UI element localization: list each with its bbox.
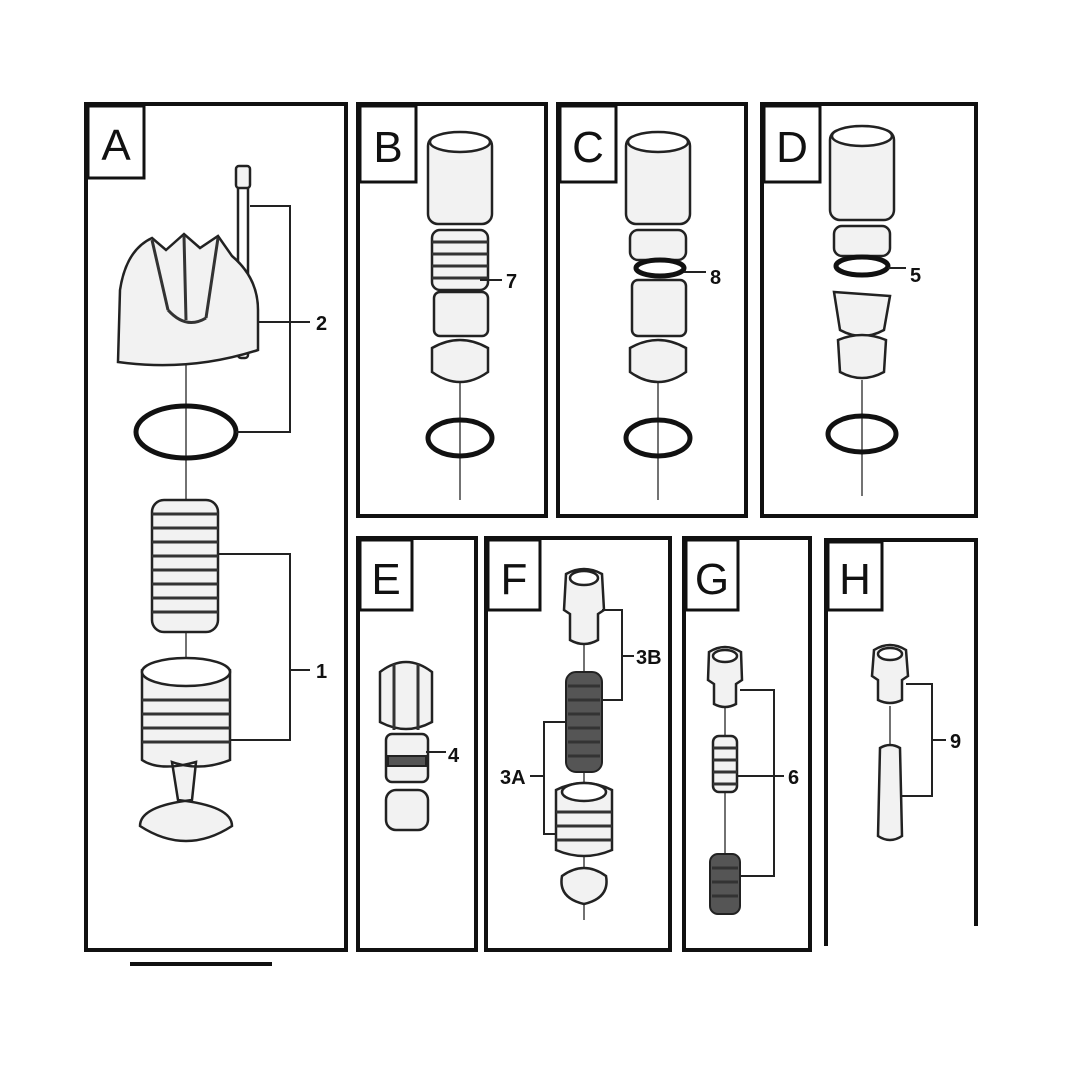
panel-e-tip	[384, 788, 430, 832]
panel-a-cap	[116, 232, 260, 367]
panel-d-letter-box	[762, 104, 822, 184]
panel-d-callout-5: 5	[910, 265, 921, 287]
panel-g-letter-box	[684, 538, 740, 612]
panel-f-letter: F	[501, 555, 528, 604]
panel-h-letter: H	[839, 555, 871, 604]
panel-f-spring-coils	[568, 684, 600, 758]
panel-h-cap	[870, 643, 910, 705]
panel-f-cap	[562, 567, 606, 646]
panel-g-cap-top	[711, 648, 739, 664]
panel-a-pin-head	[234, 164, 252, 190]
panel-d-o-ring	[825, 413, 899, 455]
panel-d: D 5	[760, 102, 978, 518]
panel-a-spring-coils	[152, 512, 218, 614]
panel-d-cap-top	[830, 124, 894, 148]
panel-e-groove	[387, 755, 427, 767]
panel-b-o-ring	[425, 417, 495, 459]
panel-b-spring	[430, 228, 490, 292]
panel-f-letter-box	[486, 538, 542, 612]
panel-c-sleeve	[630, 278, 688, 338]
panel-b-cap-top	[428, 130, 492, 154]
panel-g: G 6	[682, 536, 812, 952]
panel-a-leader-1	[218, 553, 310, 741]
panel-h-leader-9	[900, 683, 946, 797]
panel-a-valve-threads	[142, 698, 230, 744]
panel-g-lower-spring	[709, 853, 741, 915]
panel-c-spring	[628, 228, 688, 262]
panel-f-cap-top	[568, 569, 600, 587]
panel-c-retainer-ring	[633, 257, 687, 279]
panel-c-letter-box	[558, 104, 618, 184]
panel-c-callout-8: 8	[710, 267, 721, 289]
panel-c-o-ring	[623, 417, 693, 459]
panel-d-spring	[832, 224, 892, 258]
panel-f-seat-threads	[556, 810, 612, 842]
panel-e-letter: E	[371, 555, 400, 604]
panel-f-callout-3b: 3B	[636, 647, 662, 669]
panel-a-leader-2	[236, 205, 310, 433]
panel-d-sleeve	[832, 290, 892, 338]
panel-g-letter: G	[695, 555, 729, 604]
panel-e-hex-head	[378, 660, 434, 731]
panel-f-seat-top	[560, 781, 608, 803]
panel-b-callout-7: 7	[506, 271, 517, 293]
panel-c-letter: C	[572, 123, 604, 172]
panel-a-letter: A	[101, 121, 131, 170]
panel-f: F 3B 3A	[484, 536, 672, 952]
panel-h: H 9	[824, 538, 978, 946]
panel-e-letter-box	[358, 538, 414, 612]
panel-f-callout-3a: 3A	[500, 767, 526, 789]
panel-a-callout-1: 1	[316, 661, 327, 683]
panel-f-leader-3b	[602, 609, 634, 701]
panel-d-letter: D	[776, 123, 808, 172]
panel-h-frame	[824, 538, 978, 946]
panel-f-ball	[560, 866, 608, 906]
panel-g-spring-coils	[713, 746, 737, 786]
panel-e: E 4	[356, 536, 478, 952]
panel-g-cap	[706, 645, 744, 709]
panel-c-ball-seat	[628, 338, 688, 384]
panel-c-cap-top	[626, 130, 690, 154]
panel-b-ball-seat	[430, 338, 490, 384]
panel-a-letter-box	[86, 104, 146, 180]
panel-b-letter-box	[358, 104, 418, 184]
panel-g-leader-6	[736, 689, 784, 877]
panel-h-letter-box	[826, 540, 884, 612]
panel-b: B 7	[356, 102, 548, 518]
panel-h-callout-9: 9	[950, 731, 961, 753]
panel-b-sleeve	[432, 290, 490, 338]
panel-a-callout-2: 2	[316, 313, 327, 335]
panel-a: A 2 1	[84, 102, 348, 952]
panel-a-cap-ribs	[150, 235, 220, 324]
panel-c: C 8	[556, 102, 748, 518]
panel-h-cap-top	[876, 646, 904, 662]
panel-e-callout-4: 4	[448, 745, 460, 767]
panel-e-hex-edges	[392, 664, 420, 730]
panel-d-seat	[836, 333, 888, 380]
panel-a-valve-top	[140, 656, 232, 688]
panel-g-lower-coils	[712, 866, 738, 898]
panel-b-letter: B	[373, 123, 402, 172]
panel-g-callout-6: 6	[788, 767, 799, 789]
panel-h-pin	[876, 743, 904, 842]
panel-g-spring	[711, 734, 739, 794]
panel-b-spring-coils	[432, 240, 488, 280]
panel-f-leader-3a	[530, 721, 566, 835]
panel-d-retainer-ring	[833, 254, 891, 278]
